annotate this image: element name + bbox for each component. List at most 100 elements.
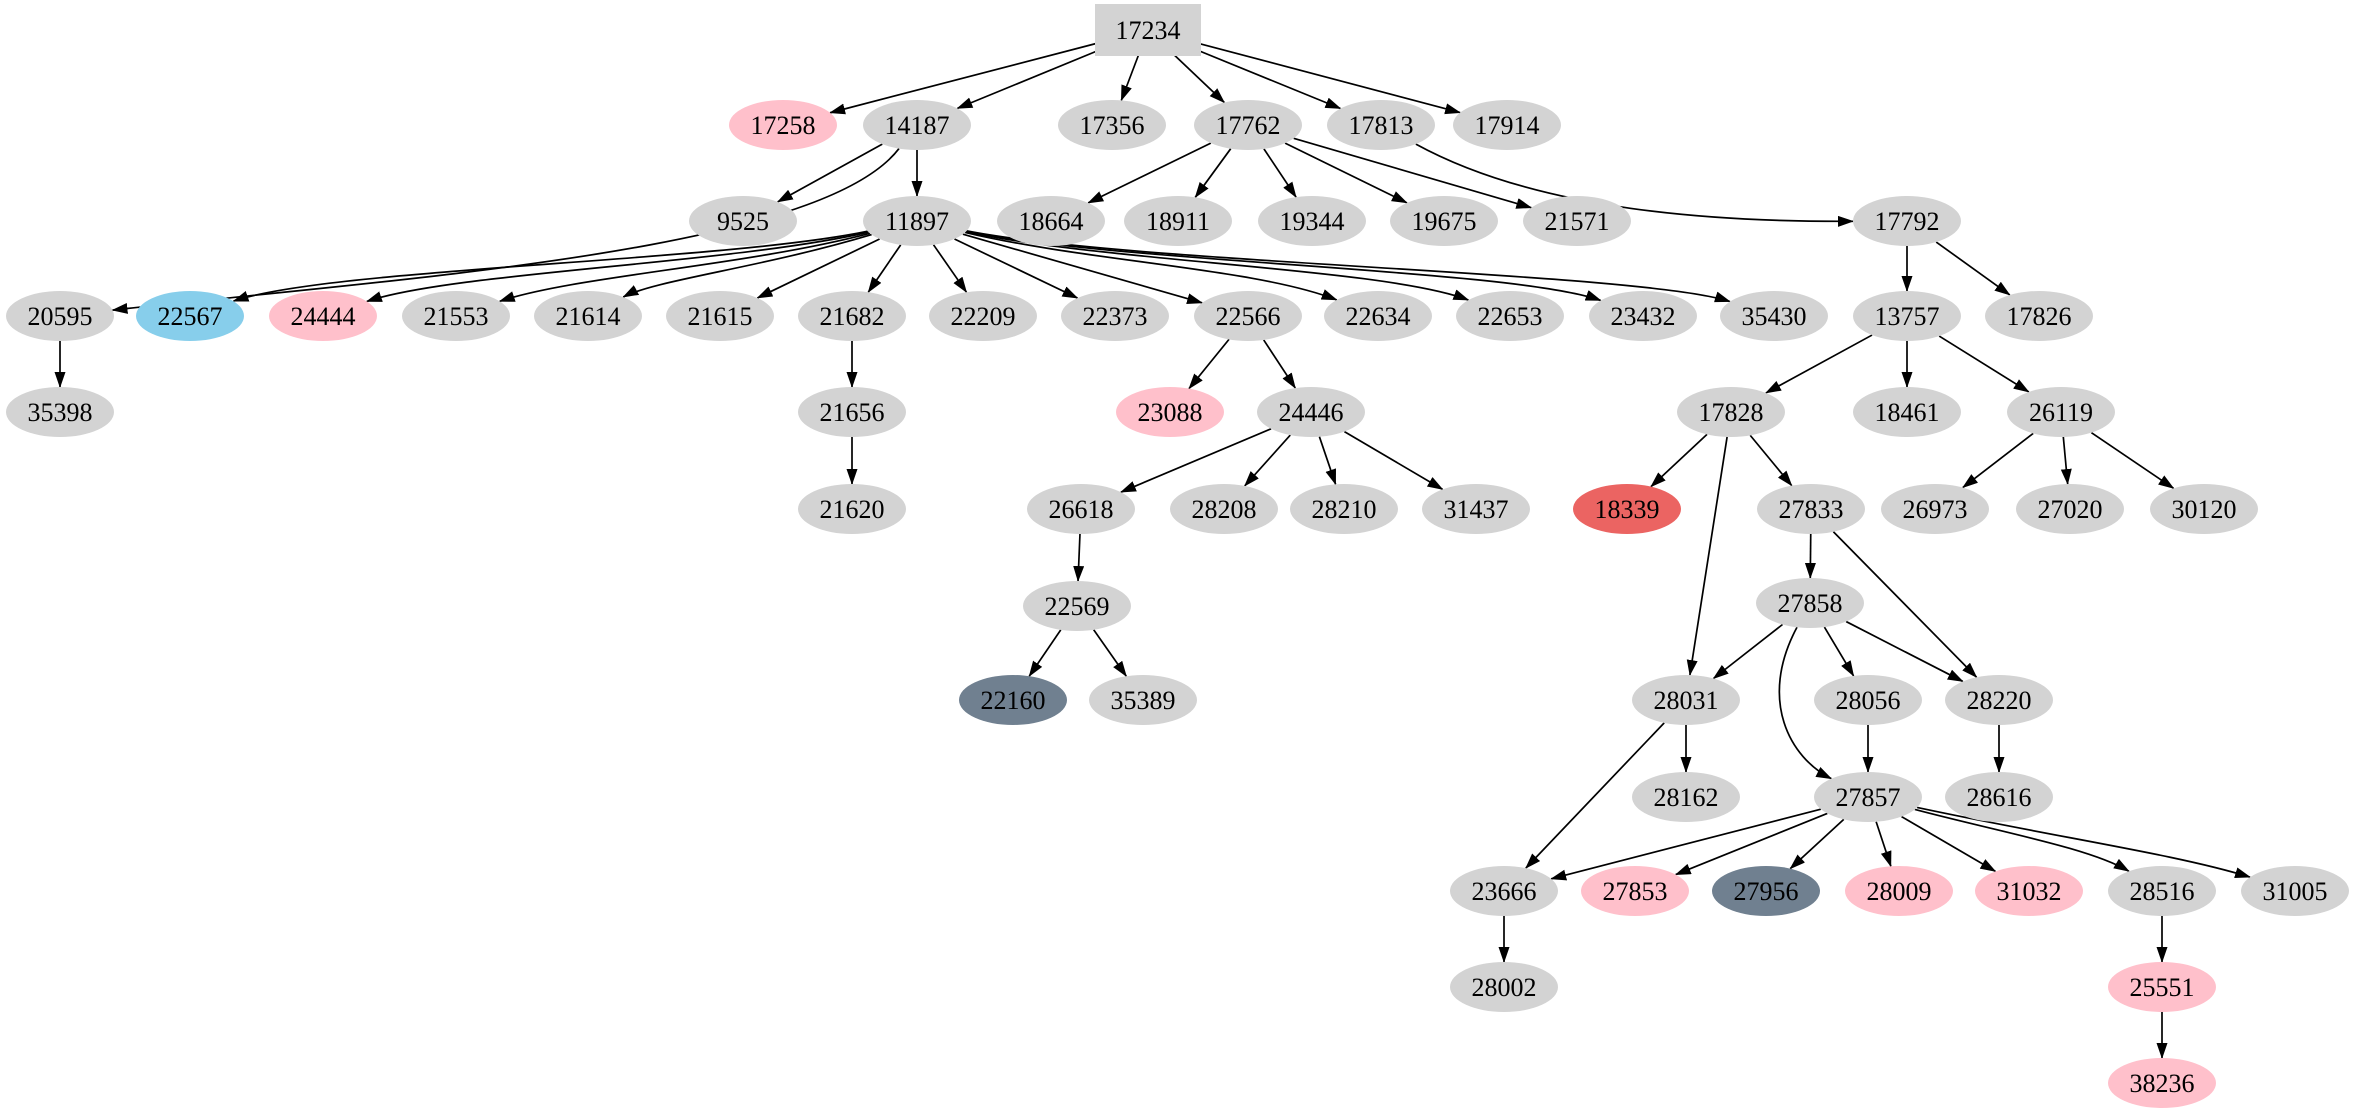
node-ellipse: [1257, 387, 1365, 437]
edge-27858-27857: [1778, 626, 1833, 780]
node-label: 17356: [1080, 111, 1145, 140]
edge-11897-22634: [964, 231, 1338, 301]
node-label: 35389: [1111, 686, 1176, 715]
edge-24446-28208: [1244, 434, 1291, 487]
node-label: 24446: [1279, 398, 1344, 427]
node-27857: 27857: [1814, 772, 1922, 822]
edge-11897-22566: [962, 233, 1204, 304]
node-ellipse: [2108, 1058, 2216, 1108]
node-26119: 26119: [2007, 387, 2115, 437]
node-ellipse: [1061, 291, 1169, 341]
node-31437: 31437: [1422, 484, 1530, 534]
edge-26119-27020: [2060, 436, 2072, 486]
node-label: 28616: [1967, 783, 2032, 812]
node-ellipse: [1712, 866, 1820, 916]
edge-11897-21614: [622, 233, 872, 298]
node-28208: 28208: [1170, 484, 1278, 534]
edge-17813-17792: [1415, 143, 1854, 227]
node-17828: 17828: [1677, 387, 1785, 437]
node-ellipse: [1881, 484, 1989, 534]
node-21682: 21682: [798, 291, 906, 341]
edge-27857-23666: [1550, 808, 1822, 881]
node-label: 22373: [1083, 302, 1148, 331]
node-19675: 19675: [1390, 196, 1498, 246]
node-25551: 25551: [2108, 962, 2216, 1012]
node-ellipse: [1945, 675, 2053, 725]
node-28031: 28031: [1632, 675, 1740, 725]
edge-27857-28009: [1875, 821, 1892, 868]
node-ellipse: [1058, 100, 1166, 150]
node-ellipse: [1814, 675, 1922, 725]
node-label: 27020: [2038, 495, 2103, 524]
node-label: 28056: [1836, 686, 1901, 715]
edge-17234-17356: [1120, 54, 1140, 102]
node-ellipse: [997, 196, 1105, 246]
node-21614: 21614: [534, 291, 642, 341]
node-label: 31005: [2263, 877, 2328, 906]
node-11897: 11897: [863, 196, 971, 246]
node-28516: 28516: [2108, 866, 2216, 916]
node-ellipse: [1450, 866, 1558, 916]
node-35389: 35389: [1089, 675, 1197, 725]
edge-27857-31032: [1901, 815, 1997, 873]
node-ellipse: [1632, 675, 1740, 725]
node-ellipse: [1023, 581, 1131, 631]
node-ellipse: [689, 196, 797, 246]
node-label: 28162: [1654, 783, 1719, 812]
node-label: 21682: [820, 302, 885, 331]
node-38236: 38236: [2108, 1058, 2216, 1108]
node-ellipse: [402, 291, 510, 341]
node-22160: 22160: [959, 675, 1067, 725]
node-label: 19675: [1412, 207, 1477, 236]
edge-11897-22567: [232, 230, 868, 302]
node-label: 22653: [1478, 302, 1543, 331]
node-label: 22569: [1045, 592, 1110, 621]
node-ellipse: [1453, 100, 1561, 150]
node-label: 31437: [1444, 495, 1509, 524]
node-ellipse: [534, 291, 642, 341]
node-ellipse: [1756, 578, 1864, 628]
node-21620: 21620: [798, 484, 906, 534]
node-ellipse: [1853, 291, 1961, 341]
node-label: 21571: [1545, 207, 1610, 236]
node-ellipse: [2150, 484, 2258, 534]
node-label: 21553: [424, 302, 489, 331]
node-35430: 35430: [1720, 291, 1828, 341]
node-label: 21614: [556, 302, 621, 331]
node-label: 17762: [1216, 111, 1281, 140]
node-label: 24444: [291, 302, 356, 331]
node-ellipse: [1853, 387, 1961, 437]
node-26973: 26973: [1881, 484, 1989, 534]
node-27853: 27853: [1581, 866, 1689, 916]
node-20595: 20595: [6, 291, 114, 341]
node-label: 13757: [1875, 302, 1940, 331]
node-label: 23088: [1138, 398, 1203, 427]
node-ellipse: [1985, 291, 2093, 341]
node-26618: 26618: [1027, 484, 1135, 534]
node-label: 26973: [1903, 495, 1968, 524]
edge-13757-26119: [1938, 335, 2030, 393]
node-label: 26618: [1049, 495, 1114, 524]
node-17826: 17826: [1985, 291, 2093, 341]
edge-27858-28056: [1823, 626, 1855, 677]
node-17234: 17234: [1095, 4, 1201, 56]
node-21615: 21615: [666, 291, 774, 341]
edge-22569-22160: [1028, 629, 1062, 677]
node-27858: 27858: [1756, 578, 1864, 628]
edge-24446-31437: [1343, 430, 1444, 491]
edge-22566-24446: [1262, 339, 1297, 389]
node-9525: 9525: [689, 196, 797, 246]
node-ellipse: [1581, 866, 1689, 916]
node-ellipse: [1324, 291, 1432, 341]
edge-17762-19675: [1284, 142, 1408, 204]
node-label: 28031: [1654, 686, 1719, 715]
edge-14187-9525: [776, 143, 883, 203]
node-22373: 22373: [1061, 291, 1169, 341]
node-label: 9525: [717, 207, 769, 236]
node-label: 17826: [2007, 302, 2072, 331]
edge-17762-18911: [1194, 148, 1232, 199]
node-label: 19344: [1280, 207, 1345, 236]
node-label: 22160: [981, 686, 1046, 715]
